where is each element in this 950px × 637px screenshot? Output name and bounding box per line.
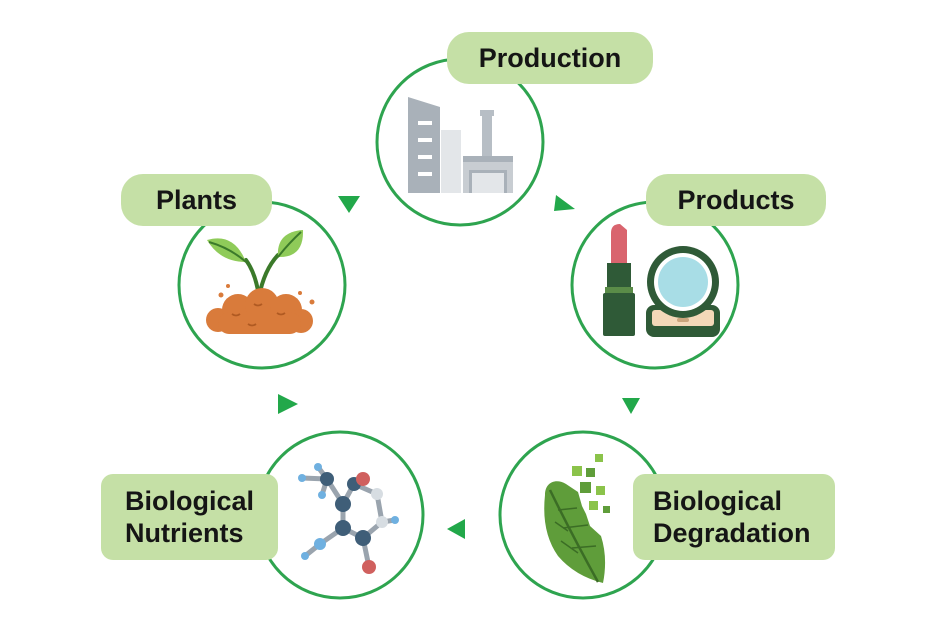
label-products-text: Products: [677, 185, 795, 215]
label-nutrients-line1: Biological: [125, 486, 255, 516]
arrow-nutrients-to-plants: [278, 394, 298, 414]
arrow-production-to-products: [554, 195, 575, 211]
label-nutrients-line2: Nutrients: [125, 518, 244, 548]
label-biological-nutrients: Biological Nutrients: [101, 474, 278, 560]
factory-icon: [408, 97, 513, 193]
label-production-text: Production: [478, 43, 622, 73]
arrow-plants-to-production: [338, 196, 360, 213]
molecule-icon: [298, 463, 399, 574]
label-degradation-line1: Biological: [653, 486, 783, 516]
label-degradation-line2: Degradation: [653, 518, 811, 548]
node-ring-nutrients: [255, 430, 425, 600]
sprout-icon: [206, 230, 315, 334]
decomposing-leaf-icon: [544, 454, 610, 583]
label-production: Production: [447, 32, 653, 84]
arrow-products-to-degradation: [622, 398, 640, 414]
cosmetics-icon: [603, 224, 720, 337]
label-plants: Plants: [121, 174, 272, 226]
label-plants-text: Plants: [155, 185, 238, 215]
label-products: Products: [646, 174, 826, 226]
arrow-degradation-to-nutrients: [447, 519, 465, 539]
label-biological-degradation: Biological Degradation: [633, 474, 835, 560]
